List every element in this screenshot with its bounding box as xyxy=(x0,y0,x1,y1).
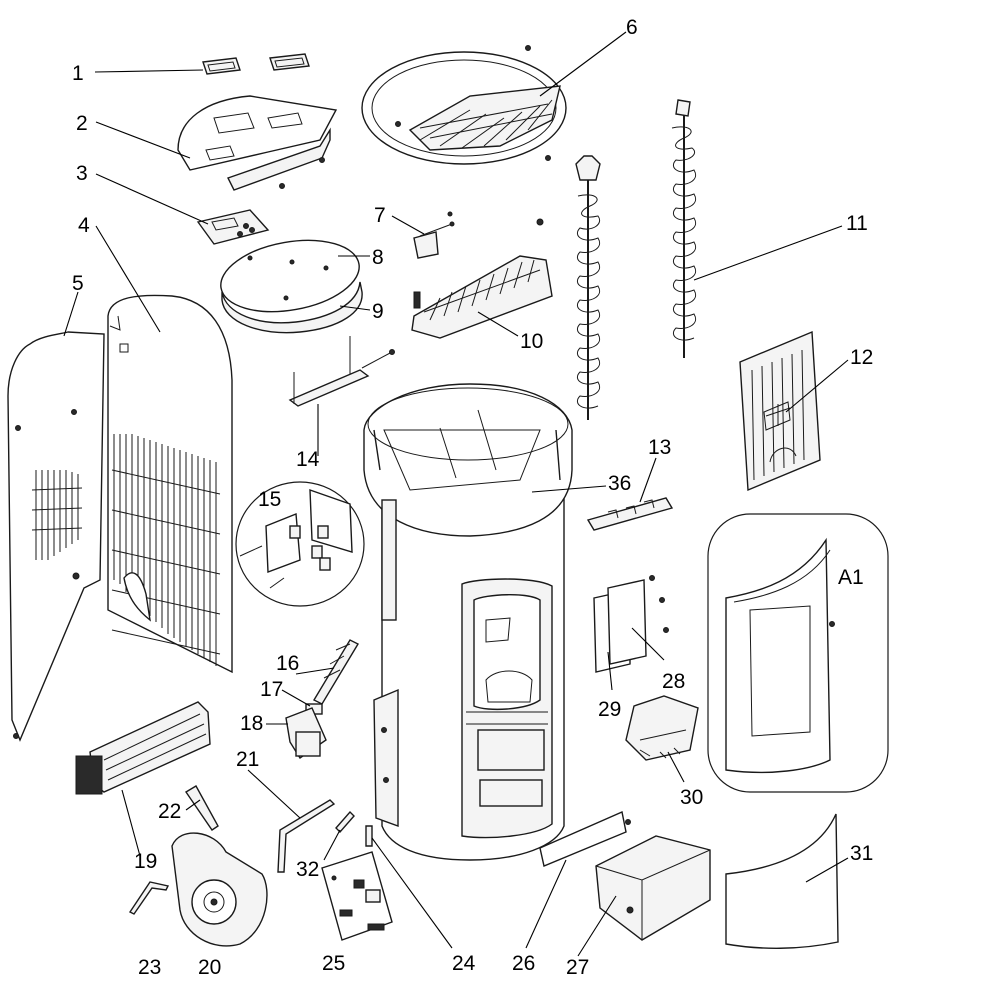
label-21: 21 xyxy=(236,748,259,771)
part-A1-door xyxy=(707,513,889,793)
part-1-trims xyxy=(202,53,310,75)
part-3-control-panel xyxy=(196,209,270,245)
label-22: 22 xyxy=(158,800,181,823)
label-7: 7 xyxy=(374,204,386,227)
part-2-top-plate xyxy=(177,95,338,191)
part-6-grill-ring xyxy=(361,45,567,165)
label-18: 18 xyxy=(240,712,263,735)
label-26: 26 xyxy=(512,952,535,975)
part-4-vent-slots xyxy=(111,434,221,666)
part-18-motor xyxy=(285,707,327,759)
part-12-back-plate xyxy=(739,330,821,492)
label-29: 29 xyxy=(598,698,621,721)
label-14: 14 xyxy=(296,448,320,471)
label-5: 5 xyxy=(72,272,84,295)
part-36-stove-body xyxy=(363,383,573,861)
label-A1: A1 xyxy=(838,566,864,589)
label-24: 24 xyxy=(452,952,476,975)
part-8-9-oval-lid xyxy=(220,239,363,334)
label-17: 17 xyxy=(260,678,283,701)
label-15: 15 xyxy=(258,488,281,511)
label-16: 16 xyxy=(276,652,299,675)
part-labels: 1 2 3 4 5 6 7 8 9 10 11 12 13 14 15 16 1… xyxy=(72,16,873,979)
part-21-rod xyxy=(277,799,336,873)
part-20-blower xyxy=(171,832,268,947)
label-28: 28 xyxy=(662,670,685,693)
part-16-shaft xyxy=(313,639,359,705)
label-9: 9 xyxy=(372,300,384,323)
label-27: 27 xyxy=(566,956,589,979)
part-7-bracket xyxy=(413,211,544,259)
label-36: 36 xyxy=(608,472,631,495)
part-30-cup xyxy=(625,695,699,761)
part-14-bracket xyxy=(288,336,395,407)
label-12: 12 xyxy=(850,346,873,369)
part-13-small-bar xyxy=(586,497,674,531)
part-5-rear-panel xyxy=(7,331,105,742)
label-30: 30 xyxy=(680,786,703,809)
part-4-side-panel xyxy=(107,294,233,674)
label-13: 13 xyxy=(648,436,671,459)
part-25-board xyxy=(321,851,393,941)
label-1: 1 xyxy=(72,62,84,85)
label-11: 11 xyxy=(846,212,868,235)
part-19-fan xyxy=(75,701,211,795)
label-25: 25 xyxy=(322,952,345,975)
part-11-auger-long xyxy=(671,99,696,358)
label-23: 23 xyxy=(138,956,161,979)
part-32-clip xyxy=(335,810,355,834)
part-27-drawer xyxy=(595,835,711,941)
part-28-29-plates xyxy=(593,575,669,673)
part-31-curved-panel xyxy=(725,813,839,949)
label-31: 31 xyxy=(850,842,873,865)
auger-short xyxy=(575,155,601,420)
part-24-pin xyxy=(365,825,373,847)
label-32: 32 xyxy=(296,858,319,881)
label-2: 2 xyxy=(76,112,88,135)
label-8: 8 xyxy=(372,246,384,269)
part-26-plate xyxy=(539,811,631,867)
part-10-casting xyxy=(411,255,553,339)
label-19: 19 xyxy=(134,850,157,873)
label-20: 20 xyxy=(198,956,221,979)
part-23-pin xyxy=(128,881,170,915)
part-22-pin xyxy=(185,785,219,831)
label-10: 10 xyxy=(520,330,543,353)
part-15-group xyxy=(235,481,365,607)
label-3: 3 xyxy=(76,162,88,185)
leader-lines xyxy=(63,31,849,957)
label-4: 4 xyxy=(78,214,90,237)
label-6: 6 xyxy=(626,16,638,39)
